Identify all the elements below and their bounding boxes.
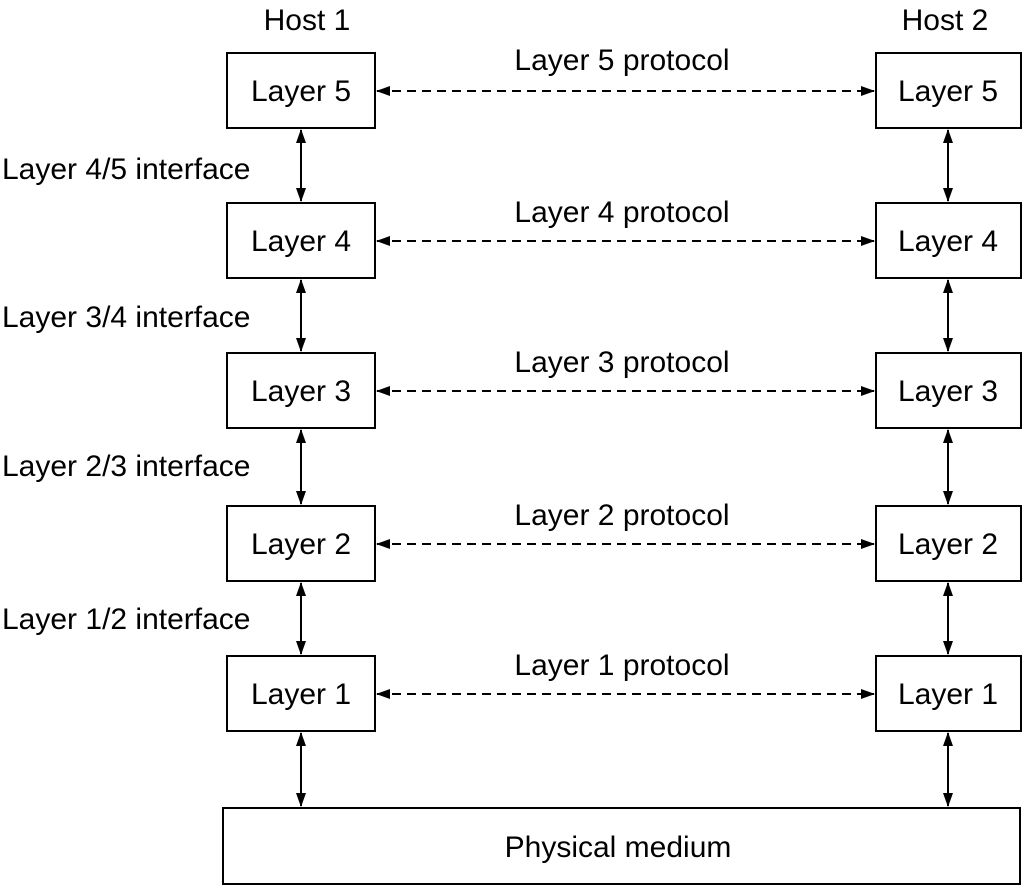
physical-medium-box bbox=[222, 807, 1021, 885]
host-2-layer-3-box bbox=[875, 352, 1022, 429]
host-2-layer-4-label: Layer 4 bbox=[898, 225, 998, 258]
host-1-layer-3-label: Layer 3 bbox=[251, 375, 351, 408]
host-2-layer-1-label: Layer 1 bbox=[898, 678, 998, 711]
layer-row-4: Layer 4 Layer 4 Layer 4 protocol bbox=[226, 196, 1022, 279]
interface-4-5: Layer 4/5 interface bbox=[2, 129, 953, 202]
interface-3-4: Layer 3/4 interface bbox=[2, 279, 953, 352]
layer-1-protocol-label: Layer 1 protocol bbox=[514, 649, 729, 682]
host-1-layer-5-label: Layer 5 bbox=[251, 75, 351, 108]
layer-row-5: Layer 5 Layer 5 Layer 5 protocol bbox=[226, 44, 1022, 129]
host-1-layer-1-label: Layer 1 bbox=[251, 678, 351, 711]
layer-row-2: Layer 2 Layer 2 Layer 2 protocol bbox=[226, 499, 1022, 582]
layer-1-2-interface-label: Layer 1/2 interface bbox=[2, 603, 250, 636]
host-1-layer-3-box bbox=[226, 352, 376, 429]
layer-row-1: Layer 1 Layer 1 Layer 1 protocol bbox=[226, 649, 1022, 732]
layer-5-protocol-label: Layer 5 protocol bbox=[514, 44, 729, 77]
host-1-title: Host 1 bbox=[264, 4, 351, 37]
host-1-layer-5-box bbox=[226, 52, 376, 129]
host-1-layer-4-label: Layer 4 bbox=[251, 225, 351, 258]
host-2-layer-5-label: Layer 5 bbox=[898, 75, 998, 108]
host-1-layer-4-box bbox=[226, 202, 376, 279]
interface-2-3: Layer 2/3 interface bbox=[2, 429, 953, 505]
interface-1-2: Layer 1/2 interface bbox=[2, 582, 953, 655]
host-2-layer-2-label: Layer 2 bbox=[898, 528, 998, 561]
host-1-layer-2-label: Layer 2 bbox=[251, 528, 351, 561]
host-2-layer-1-box bbox=[875, 655, 1022, 732]
host-2-title: Host 2 bbox=[902, 4, 989, 37]
host-1-layer-2-box bbox=[226, 505, 376, 582]
host-2-layer-5-box bbox=[875, 52, 1022, 129]
layer-2-3-interface-label: Layer 2/3 interface bbox=[2, 450, 250, 483]
layer-4-5-interface-label: Layer 4/5 interface bbox=[2, 153, 250, 186]
layer-3-protocol-label: Layer 3 protocol bbox=[514, 346, 729, 379]
host-1-layer-1-box bbox=[226, 655, 376, 732]
physical-medium-label: Physical medium bbox=[505, 831, 732, 864]
layer-3-4-interface-label: Layer 3/4 interface bbox=[2, 301, 250, 334]
layer-2-protocol-label: Layer 2 protocol bbox=[514, 499, 729, 532]
medium-connections bbox=[296, 732, 953, 807]
host-2-layer-4-box bbox=[875, 202, 1022, 279]
layer-4-protocol-label: Layer 4 protocol bbox=[514, 196, 729, 229]
host-2-layer-2-box bbox=[875, 505, 1022, 582]
host-2-layer-3-label: Layer 3 bbox=[898, 375, 998, 408]
layer-row-3: Layer 3 Layer 3 Layer 3 protocol bbox=[226, 346, 1022, 429]
